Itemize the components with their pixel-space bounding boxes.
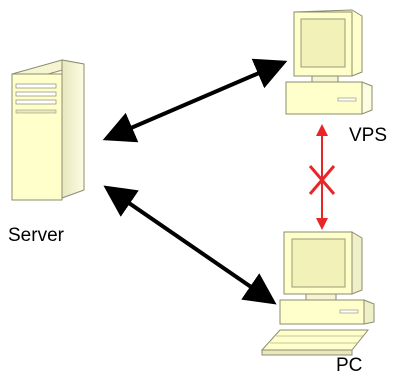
pc-label: PC xyxy=(336,355,362,376)
server-pc-arrow xyxy=(103,185,277,305)
blocked-x-icon xyxy=(308,165,336,195)
vps-label: VPS xyxy=(349,125,387,146)
pc-computer-icon xyxy=(260,231,375,356)
server-icon xyxy=(11,59,85,201)
server-label: Server xyxy=(8,225,65,246)
vps-computer-icon xyxy=(285,9,373,115)
server-vps-arrow xyxy=(102,58,288,143)
